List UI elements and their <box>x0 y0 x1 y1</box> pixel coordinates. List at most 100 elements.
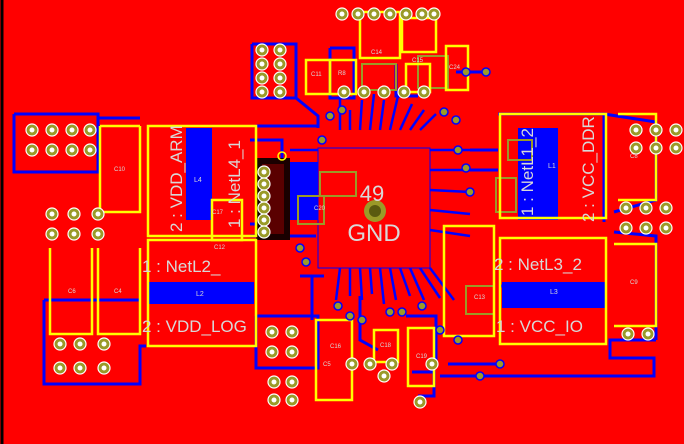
via-icon <box>397 307 407 317</box>
pad-array <box>25 7 683 409</box>
drill-hole-icon <box>49 147 55 153</box>
drill-hole-icon <box>653 145 659 151</box>
drill-hole-icon <box>49 211 55 217</box>
drill-hole-icon <box>71 231 77 237</box>
drill-hole-icon <box>339 11 345 17</box>
drill-hole-icon <box>69 147 75 153</box>
ref-c16: C16 <box>330 344 342 350</box>
drill-hole-icon <box>95 211 101 217</box>
drill-hole-icon <box>77 341 83 347</box>
via-icon <box>475 371 485 381</box>
ref-c19: C19 <box>416 354 428 360</box>
drill-hole-icon <box>421 89 427 95</box>
drill-hole-icon <box>623 205 629 211</box>
drill-hole-icon <box>387 11 393 17</box>
via-icon <box>337 105 347 115</box>
ref-c17: C17 <box>212 210 224 216</box>
via-icon <box>385 307 395 317</box>
mechanical-outlines <box>297 55 533 315</box>
via-icon <box>495 359 505 369</box>
drill-hole-icon <box>361 89 367 95</box>
drill-hole-icon <box>77 365 83 371</box>
drill-hole-icon <box>623 225 629 231</box>
drill-hole-icon <box>633 127 639 133</box>
silkscreen-outlines <box>48 10 658 402</box>
via-icon <box>417 301 427 311</box>
via-icon <box>453 335 463 345</box>
pin1-marker-icon <box>277 151 287 161</box>
ref-c11: C11 <box>311 72 322 78</box>
via-icon <box>461 67 471 77</box>
drill-hole-icon <box>355 11 361 17</box>
ref-c5: C5 <box>323 362 331 368</box>
drill-hole-icon <box>57 365 63 371</box>
l3-pin1-label: 2 : NetL3_2 <box>494 255 582 274</box>
l1-pin1-label: 1 : NetL1_2 <box>518 128 537 216</box>
l1-pin2-label: 2 : VCC_DDR <box>579 116 598 222</box>
drill-hole-icon <box>645 331 651 337</box>
drill-hole-icon <box>269 349 275 355</box>
via-icon <box>325 111 335 121</box>
drill-hole-icon <box>381 373 387 379</box>
via-icon <box>333 301 343 311</box>
drill-hole-icon <box>403 11 409 17</box>
drill-hole-icon <box>271 397 277 403</box>
l1-ref: L1 <box>548 163 556 170</box>
via-icon <box>461 163 471 173</box>
drill-hole-icon <box>429 361 435 367</box>
bottom-copper-blocks <box>148 128 606 308</box>
ref-c9: C9 <box>630 280 638 286</box>
drill-hole-icon <box>277 89 283 95</box>
via-icon <box>301 257 311 267</box>
via-icon <box>345 311 355 321</box>
drill-hole-icon <box>261 217 267 223</box>
drill-hole-icon <box>261 205 267 211</box>
ref-c12: C12 <box>214 245 226 251</box>
drill-hole-icon <box>277 47 283 53</box>
drill-hole-icon <box>87 127 93 133</box>
drill-hole-icon <box>367 361 373 367</box>
ref-c10: C10 <box>114 167 126 173</box>
drill-hole-icon <box>289 349 295 355</box>
drill-hole-icon <box>419 11 425 17</box>
ref-c13: C13 <box>474 295 486 301</box>
l2-pin1-label: 1 : NetL2_ <box>142 257 221 276</box>
drill-hole-icon <box>69 127 75 133</box>
l4-pin1-label: 1 : NetL4_1 <box>225 140 244 228</box>
drill-hole-icon <box>87 147 93 153</box>
drill-hole-icon <box>277 61 283 67</box>
drill-hole-icon <box>417 399 423 405</box>
via-icon <box>465 187 475 197</box>
via-icon <box>295 243 305 253</box>
drill-hole-icon <box>381 89 387 95</box>
drill-hole-icon <box>431 11 437 17</box>
drill-hole-icon <box>389 361 395 367</box>
drill-hole-icon <box>643 205 649 211</box>
via-icon <box>317 135 327 145</box>
l2-pin2-label: 2 : VDD_LOG <box>142 317 247 336</box>
drill-hole-icon <box>259 75 265 81</box>
ref-c24: C24 <box>449 65 461 71</box>
ref-c6: C6 <box>68 289 76 295</box>
drill-hole-icon <box>29 147 35 153</box>
drill-hole-icon <box>401 89 407 95</box>
drill-hole-icon <box>71 211 77 217</box>
via-icon <box>451 115 461 125</box>
drill-hole-icon <box>341 89 347 95</box>
drill-hole-icon <box>261 193 267 199</box>
drill-hole-icon <box>643 225 649 231</box>
drill-hole-icon <box>663 205 669 211</box>
chip-pin-number: 49 <box>360 181 384 206</box>
drill-hole-icon <box>625 331 631 337</box>
drill-hole-icon <box>57 341 63 347</box>
drill-hole-icon <box>289 397 295 403</box>
drill-hole-icon <box>261 229 267 235</box>
ref-c15: C15 <box>412 58 424 64</box>
drill-hole-icon <box>673 145 679 151</box>
drill-hole-icon <box>673 127 679 133</box>
l2-ref: L2 <box>196 291 204 298</box>
ref-c20: C20 <box>314 206 326 212</box>
ref-c4: C4 <box>114 289 122 295</box>
drill-hole-icon <box>95 231 101 237</box>
